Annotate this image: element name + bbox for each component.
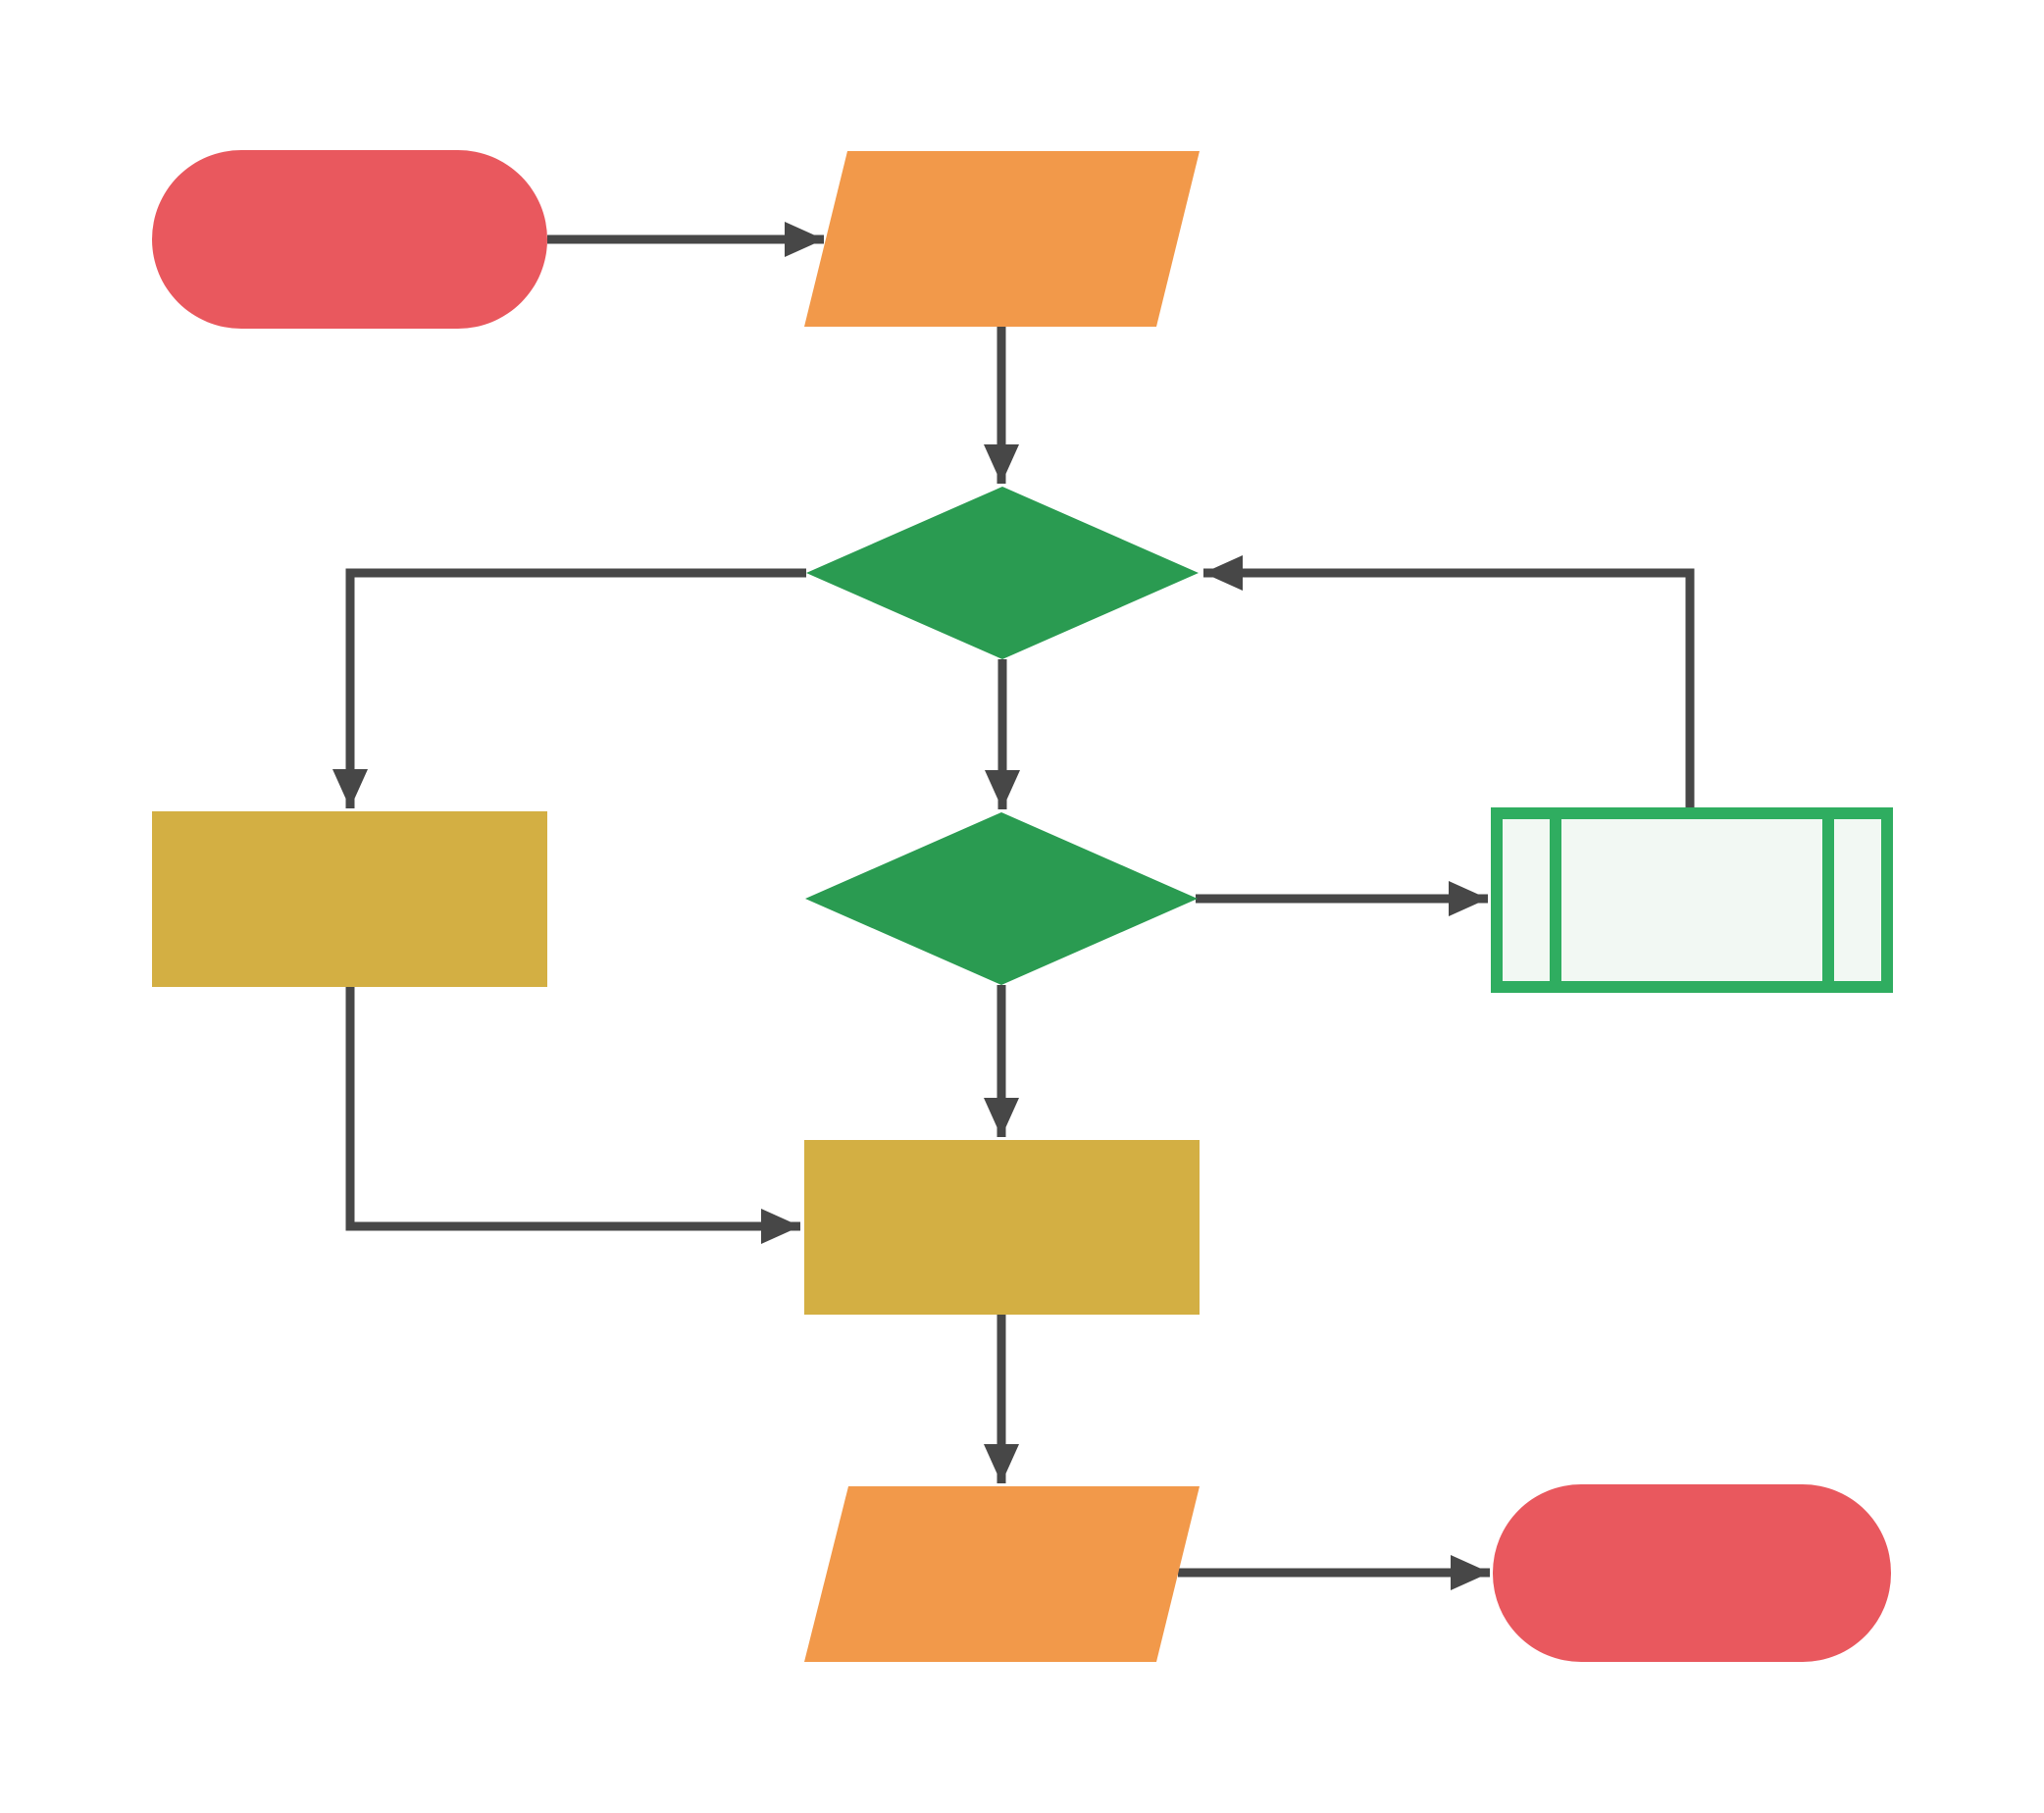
predefined-process-fill <box>1497 813 1887 987</box>
predefined-process-outline <box>1491 807 1893 993</box>
output-parallelogram-node[interactable] <box>804 1486 1200 1662</box>
process-1-rectangle-node[interactable] <box>152 811 547 987</box>
edge-decision-1-to-process-1 <box>332 568 806 808</box>
process-2-rectangle-node[interactable] <box>804 1140 1200 1315</box>
end-terminator-node[interactable] <box>1493 1484 1891 1662</box>
edge-process-1-to-process-2 <box>345 987 800 1244</box>
decision-2-diamond-node[interactable] <box>805 812 1198 985</box>
start-terminator-node[interactable] <box>152 150 547 329</box>
input-parallelogram-node[interactable] <box>804 151 1200 327</box>
edge-predefined-to-decision-1 <box>1203 555 1695 807</box>
predefined-process-node[interactable] <box>1491 807 1893 993</box>
decision-1-diamond-node[interactable] <box>806 487 1199 659</box>
